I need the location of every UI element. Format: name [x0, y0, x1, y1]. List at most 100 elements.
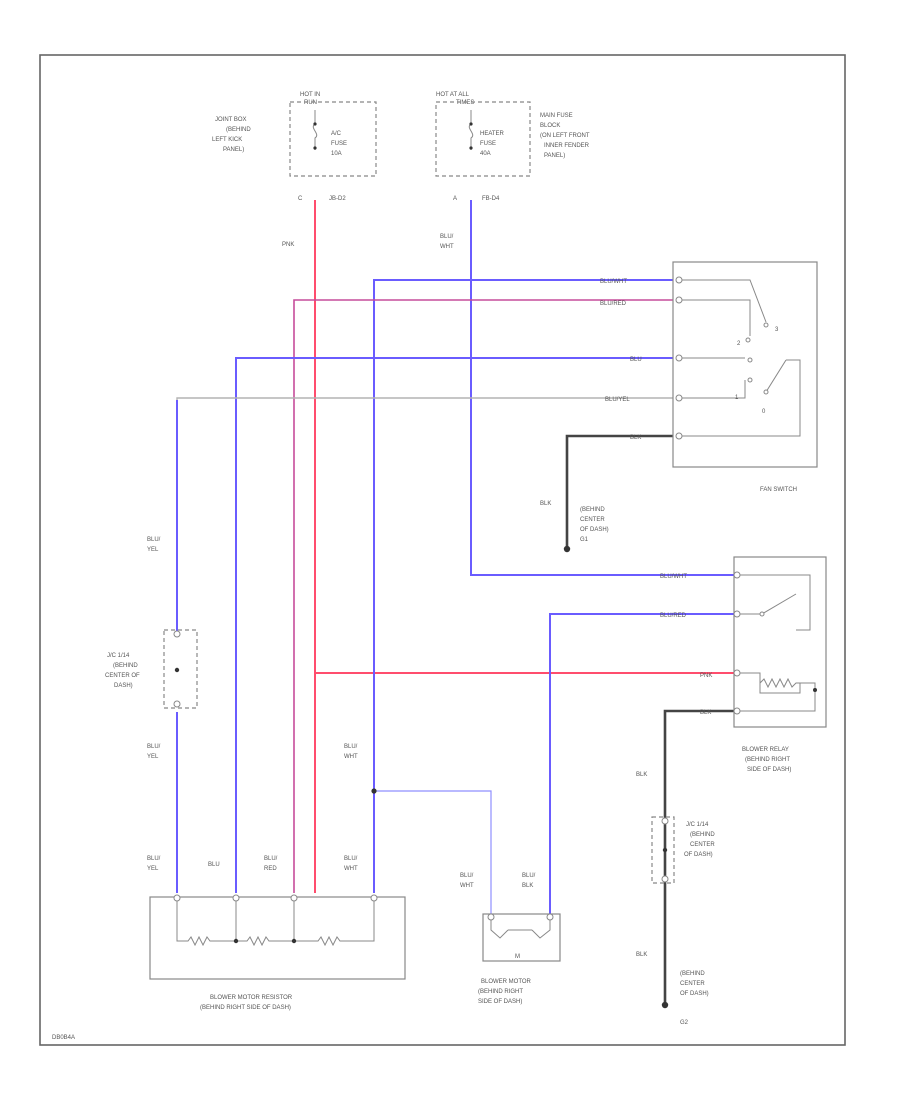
wire-blk-switch	[565, 434, 673, 547]
fan-switch-outline	[672, 261, 818, 468]
blower-motor-pin-2	[546, 913, 554, 921]
fan-switch-arm-pivot	[763, 389, 769, 395]
junction-connector-right: BLK J/C 1/14 (BEHIND CENTER OF DASH) BLK	[636, 772, 715, 958]
ground-g1-point	[563, 545, 571, 553]
jc-right-label-3: CENTER	[690, 842, 715, 848]
resistor-outline	[149, 896, 406, 980]
jc-left-node	[174, 667, 180, 673]
blower-relay-label-1: BLOWER RELAY	[742, 747, 789, 753]
ground-g1-label-3: OF DASH)	[580, 527, 609, 533]
ac-fuse-terminal-top	[313, 122, 317, 126]
wire-blu-wht-motor	[374, 790, 492, 915]
resistor-node-2	[291, 938, 297, 944]
blower-relay-label-2: (BEHIND RIGHT	[745, 757, 790, 763]
heater-fuse-terminal-bottom	[469, 146, 473, 150]
blower-relay-pin-label-blk: BLK	[700, 710, 711, 716]
blower-relay-coil-node	[813, 688, 817, 692]
wires	[176, 200, 734, 1002]
ac-fuse-terminal-bottom	[313, 146, 317, 150]
hot-in-run-label: RUN	[304, 100, 317, 106]
conn-c-label: C	[298, 196, 303, 202]
wire-label-resistor-blu-yel-1: BLU/	[147, 856, 161, 862]
fan-switch-pin-2	[675, 296, 683, 304]
ac-fuse-symbol	[312, 110, 318, 150]
jc-right-wire-label-top: BLK	[636, 772, 647, 778]
fan-switch-pin-3	[675, 354, 683, 362]
jc-right-label-2: (BEHIND	[690, 832, 715, 838]
blower-relay-pin-label-pnk: PNK	[700, 673, 712, 679]
fan-switch-pin-label-blu-red: BLU/RED	[600, 301, 627, 307]
jc-right-pin-bottom	[661, 875, 669, 883]
heater-fuse-label-1: HEATER	[480, 131, 505, 137]
blower-relay-pin-label-blu-wht: BLU/WHT	[660, 574, 687, 580]
blower-motor-resistor: BLOWER MOTOR RESISTOR (BEHIND RIGHT SIDE…	[149, 894, 406, 1011]
blower-motor-label-1: BLOWER MOTOR	[481, 979, 532, 985]
wire-label-resistor-blu-red-1: BLU/	[264, 856, 278, 862]
junction-connector-left: BLU/ YEL J/C 1/14 (BEHIND CENTER OF DASH…	[105, 537, 198, 760]
blower-relay-label-3: SIDE OF DASH)	[747, 767, 791, 773]
fan-switch-pin-5	[675, 432, 683, 440]
joint-box-label-3: LEFT KICK	[212, 137, 242, 143]
jc-left-wire-label-top-1: BLU/	[147, 537, 161, 543]
fan-switch-contact-2	[745, 337, 751, 343]
main-fuse-label-2: BLOCK	[540, 123, 560, 129]
jc-left-wire-label-bottom-2: YEL	[147, 754, 159, 760]
fan-switch-contact-0	[747, 377, 753, 383]
ac-fuse-label-3: 10A	[331, 151, 342, 157]
ac-fuse-label-2: FUSE	[331, 141, 347, 147]
blower-relay-pin-label-blu-blk: BLU/RED	[660, 613, 687, 619]
wire-label-motor-blu-blk-2: BLK	[522, 883, 533, 889]
blower-motor-pin-1	[487, 913, 495, 921]
resistor-pin-3	[290, 894, 298, 902]
resistor-pin-1	[173, 894, 181, 902]
resistor-pin-4	[370, 894, 378, 902]
resistor-pin-2	[232, 894, 240, 902]
fan-switch-contact-1	[747, 357, 753, 363]
jc-right-wire-label-bottom: BLK	[636, 952, 647, 958]
wire-label-blu-wht-heater-2: WHT	[440, 244, 454, 250]
ground-g2-label-4: G2	[680, 1020, 689, 1026]
jc-right-label-1: J/C 1/14	[686, 822, 709, 828]
wire-label-motor-blu-wht-2: WHT	[460, 883, 474, 889]
heater-fuse-label-3: 40A	[480, 151, 491, 157]
ground-g1-wire-label: BLK	[540, 501, 551, 507]
blower-relay-switch	[740, 574, 811, 631]
blower-relay-switch-contact	[759, 611, 765, 617]
fan-switch-pin-label-blu-yel: BLU/YEL	[605, 397, 630, 403]
resistor-node-1	[233, 938, 239, 944]
wire-label-resistor-blu-wht-1: BLU/	[344, 856, 358, 862]
jc-right-node	[662, 847, 668, 853]
fan-switch-contact-3	[763, 322, 769, 328]
fan-switch-pos-1: 1	[735, 395, 739, 401]
jc-left-label-1: J/C 1/14	[107, 653, 130, 659]
blower-relay-pin-3	[733, 669, 741, 677]
wire-pnk	[314, 200, 734, 893]
wire-label-resistor-blu-red-2: RED	[264, 866, 277, 872]
wire-blk-relay	[663, 709, 734, 1002]
splice-blu-wht	[371, 788, 377, 794]
jc-left-pin-bottom	[173, 700, 181, 708]
jc-left-pin-top	[173, 630, 181, 638]
conn-a-id-label: FB-D4	[482, 196, 500, 202]
heater-fuse-symbol	[468, 110, 474, 150]
conn-c-id-label: JB-D2	[329, 196, 346, 202]
wire-label-blu-wht-mid-2: WHT	[344, 754, 358, 760]
blower-motor-symbol	[490, 920, 551, 939]
main-fuse-label-1: MAIN FUSE	[540, 113, 573, 119]
wire-blu-wht-heater	[470, 200, 734, 576]
wire-label-resistor-blu-wht-2: WHT	[344, 866, 358, 872]
resistor-label-2: (BEHIND RIGHT SIDE OF DASH)	[200, 1005, 291, 1011]
ground-g2-point	[661, 1001, 669, 1009]
blower-relay-pin-1	[733, 571, 741, 579]
blower-motor: M BLOWER MOTOR (BEHIND RIGHT SIDE OF DAS…	[478, 913, 561, 1005]
resistor-label-1: BLOWER MOTOR RESISTOR	[210, 995, 293, 1001]
jc-left-label-2: (BEHIND	[113, 663, 138, 669]
fan-switch-arm	[765, 359, 787, 393]
blower-relay-pin-2	[733, 610, 741, 618]
conn-a-label: A	[453, 196, 457, 202]
jc-left-label-3: CENTER OF	[105, 673, 140, 679]
joint-box-outline	[289, 101, 377, 177]
fan-switch-pin-label-blu-wht: BLU/WHT	[600, 279, 627, 285]
wire-label-pnk: PNK	[282, 242, 294, 248]
blower-motor-outline	[482, 913, 561, 962]
